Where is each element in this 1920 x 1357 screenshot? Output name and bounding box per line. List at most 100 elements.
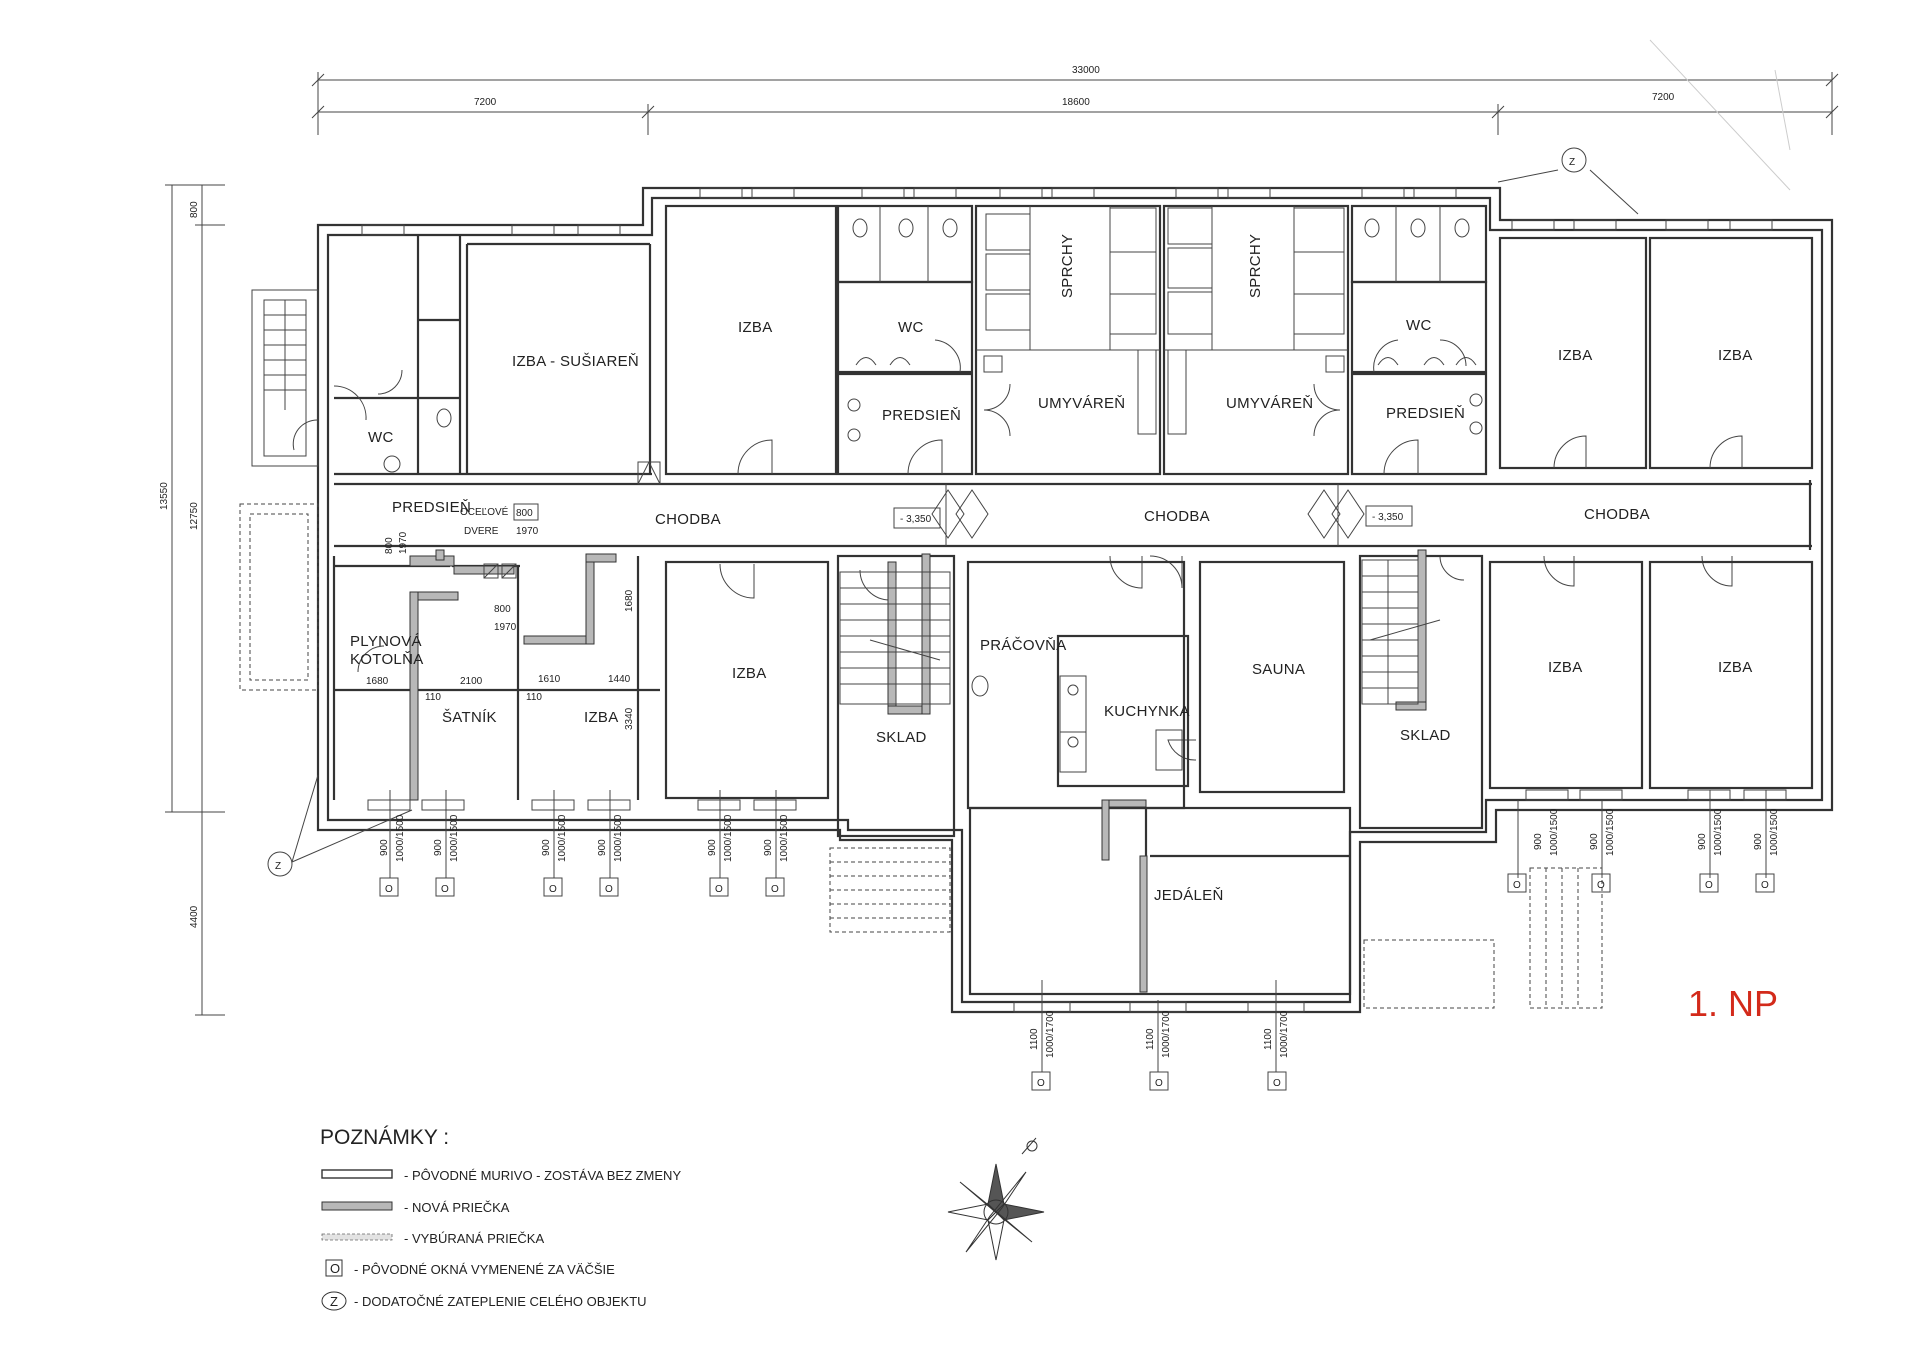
- window-3-height: 1000/1500: [557, 814, 568, 862]
- dining-window-3-mark: O: [1273, 1078, 1281, 1089]
- dim-top-offset: 800: [189, 201, 200, 218]
- left-dimension-lines: [165, 184, 225, 1016]
- legend: POZNÁMKY : - PÔVODNÉ MURIVO - ZOSTÁVA BE…: [320, 1126, 681, 1311]
- label-ocelove: OCEĽOVÉ: [460, 505, 509, 518]
- level-mark-1: - 3,350: [900, 514, 932, 525]
- legend-swatch-window: [325, 1259, 343, 1277]
- window-7-width: 900: [1533, 833, 1544, 850]
- window-9-width: 900: [1697, 833, 1708, 850]
- room-wc-mid-left: WC: [898, 319, 924, 336]
- room-wc-mid-right: WC: [1406, 317, 1432, 334]
- room-plynova: PLYNOVÁ: [350, 633, 422, 650]
- dining-window-1-mark: O: [1037, 1078, 1045, 1089]
- level-box-1: [893, 507, 941, 529]
- insulation-marker-top-label: Z: [1569, 157, 1575, 168]
- internal-stairs: [829, 559, 1603, 1009]
- dining-window-2-height: 1000/1700: [1161, 1010, 1172, 1058]
- dim-1680: 1680: [366, 676, 389, 687]
- room-kuchynka: KUCHYNKA: [1104, 703, 1190, 720]
- legend-swatch-insulation-mark: Z: [330, 1294, 338, 1309]
- dim-110-b: 110: [526, 692, 542, 703]
- window-8-width: 900: [1589, 833, 1600, 850]
- window-1-mark: O: [385, 884, 393, 895]
- window-3-width: 900: [541, 839, 552, 856]
- window-4-height: 1000/1500: [613, 814, 624, 862]
- legend-swatch-new-partition: [321, 1201, 393, 1211]
- insulation-leaders: [291, 39, 1791, 863]
- window-5-height: 1000/1500: [723, 814, 734, 862]
- window-10-width: 900: [1753, 833, 1764, 850]
- label-dvere: DVERE: [464, 526, 499, 537]
- dim-door-width-b: 800: [494, 604, 511, 615]
- window-specs-dining: [1031, 980, 1287, 1091]
- window-6-mark: O: [771, 884, 779, 895]
- room-izba-small: IZBA: [584, 709, 619, 726]
- room-jedalen: JEDÁLEŇ: [1154, 887, 1224, 904]
- room-kotolna: KOTOLŇA: [350, 651, 424, 668]
- room-labels: IZBA - SUŠIAREŇ WC IZBA WC PREDSIEŇ SPRC…: [350, 234, 1753, 904]
- room-sklad-left: SKLAD: [876, 729, 927, 746]
- insulation-marker-bottom: [267, 851, 293, 877]
- dining-window-2-width: 1100: [1145, 1028, 1156, 1050]
- legend-swatch-original-wall: [321, 1169, 393, 1179]
- window-labels-dining: 1100 1000/1700 O 1100 1000/1700 O 1100 1…: [1029, 1010, 1290, 1089]
- window-1-width: 900: [379, 839, 390, 856]
- room-sprchy-left: SPRCHY: [1059, 234, 1076, 298]
- window-3-mark: O: [549, 884, 557, 895]
- dining-window-1-height: 1000/1700: [1045, 1010, 1056, 1058]
- dim-door-width-a: 800: [516, 508, 533, 519]
- dim-right-wing: 7200: [1652, 92, 1675, 103]
- insulation-marker-bottom-label: Z: [275, 861, 281, 872]
- room-chodba-1: CHODBA: [655, 511, 721, 528]
- window-1-height: 1000/1500: [395, 814, 406, 862]
- compass-rose-icon: [947, 1137, 1045, 1261]
- window-2-width: 900: [433, 839, 444, 856]
- level-box-2: [1365, 505, 1413, 527]
- window-10-height: 1000/1500: [1769, 808, 1780, 856]
- left-stair: [239, 289, 319, 691]
- legend-title: POZNÁMKY :: [320, 1126, 449, 1149]
- room-izba-top-r2: IZBA: [1718, 347, 1753, 364]
- legend-swatch-demolished: [321, 1233, 393, 1241]
- room-wc-left: WC: [368, 429, 394, 446]
- dining-window-2-mark: O: [1155, 1078, 1163, 1089]
- new-partitions: [409, 549, 1427, 993]
- dining-window-3-width: 1100: [1263, 1028, 1274, 1050]
- window-8-mark: O: [1597, 880, 1605, 891]
- legend-swatch-window-mark: O: [330, 1261, 340, 1276]
- room-izba-bottom-r2: IZBA: [1718, 659, 1753, 676]
- window-specs-bottom: [379, 790, 1775, 897]
- legend-item-new-partition: - NOVÁ PRIEČKA: [404, 1200, 510, 1215]
- dim-110-a: 110: [425, 692, 441, 703]
- corridor-doors: [931, 484, 1365, 546]
- level-mark-2: - 3,350: [1372, 512, 1404, 523]
- dim-door-height-c: 1970: [398, 531, 409, 554]
- room-predsien-mid-right: PREDSIEŇ: [1386, 405, 1465, 422]
- room-chodba-3: CHODBA: [1584, 506, 1650, 523]
- room-pracovna: PRÁČOVŇA: [980, 637, 1067, 654]
- room-sprchy-right: SPRCHY: [1247, 234, 1264, 298]
- interior-walls-top: [334, 204, 1814, 476]
- window-6-height: 1000/1500: [779, 814, 790, 862]
- dim-left-wing: 7200: [474, 97, 497, 108]
- window-7-mark: O: [1513, 880, 1521, 891]
- room-predsien-left: PREDSIEŇ: [392, 499, 471, 516]
- legend-swatch-insulation: [321, 1291, 347, 1311]
- window-frames: [361, 187, 1787, 1013]
- sanitary-fixtures: [383, 206, 1483, 473]
- window-8-height: 1000/1500: [1605, 808, 1616, 856]
- dim-bottom-extension: 4400: [189, 905, 200, 928]
- window-2-height: 1000/1500: [449, 814, 460, 862]
- dim-3340: 3340: [624, 707, 635, 730]
- legend-item-insulation: - DODATOČNÉ ZATEPLENIE CELÉHO OBJEKTU: [354, 1294, 647, 1309]
- floor-label: 1. NP: [1688, 983, 1778, 1024]
- window-4-width: 900: [597, 839, 608, 856]
- room-izba-top-r1: IZBA: [1558, 347, 1593, 364]
- interior-walls-bottom: [332, 554, 1814, 996]
- dim-door-height-a: 1970: [516, 526, 539, 537]
- room-izba-top-1: IZBA: [738, 319, 773, 336]
- room-sauna: SAUNA: [1252, 661, 1305, 678]
- room-umyvaren-right: UMYVÁREŇ: [1226, 395, 1313, 412]
- legend-item-original-wall: - PÔVODNÉ MURIVO - ZOSTÁVA BEZ ZMENY: [404, 1168, 681, 1183]
